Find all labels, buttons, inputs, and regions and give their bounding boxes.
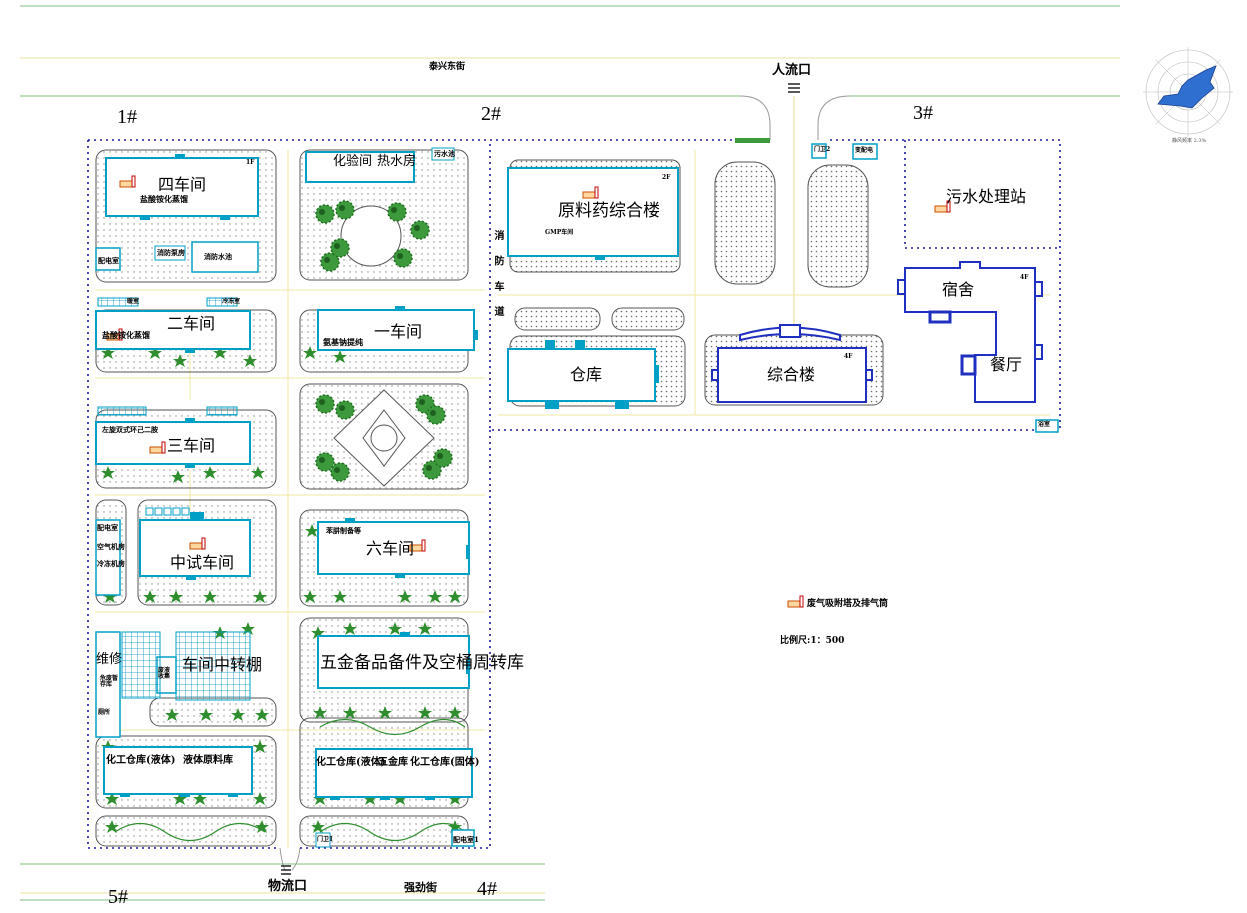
toilet-label: 厕所	[98, 709, 111, 716]
monitor-point-1: 1#	[117, 106, 137, 128]
hot-water-label: 热水房	[377, 154, 417, 169]
room-a-label: 暖室	[127, 298, 140, 305]
workshop1-sub: 氨基钠提纯	[323, 337, 363, 347]
dorm-label: 宿舍	[942, 280, 975, 299]
pedestrian-entrance-label: 人流口	[772, 63, 812, 78]
side-b-label: 空气机房	[97, 542, 125, 551]
power-room-label: 配电室	[98, 256, 119, 265]
guard-north-label: 门卫2	[814, 146, 831, 153]
api-building-label: 原料药综合楼	[558, 201, 660, 221]
hardware-store-label: 五金备品备件及空桶周转库	[320, 653, 524, 673]
fire-lane-label: 消 防 车 道	[492, 230, 503, 323]
canteen-label: 餐厅	[990, 355, 1023, 374]
hardware-label: 五金库	[378, 757, 408, 768]
hazwaste-label: 危废暂存库	[100, 675, 119, 688]
transfer-small-label: 废液收集	[158, 667, 171, 680]
workshop6-label: 六车间	[366, 539, 415, 558]
chem-store-solid-label: 化工仓库(固体)	[410, 757, 480, 768]
chem-store-liquid-label: 化工仓库(液体)	[316, 757, 386, 768]
monitor-point-4: 4#	[477, 878, 497, 900]
wind-rose	[1143, 47, 1233, 137]
stack-legend-label: 废气吸附塔及排气筒	[807, 599, 889, 609]
logistics-entrance-label: 物流口	[268, 879, 308, 894]
workshop3-sub: 左旋双式环己二胺	[102, 425, 158, 434]
side-c-label: 冷冻机房	[97, 559, 125, 568]
transfer-shed-label: 车间中转棚	[182, 655, 263, 674]
monitor-point-2: 2#	[481, 103, 501, 125]
workshop4-sub: 盐酸铵化蒸馏	[140, 194, 188, 204]
workshop2-label: 二车间	[167, 314, 216, 333]
windrose-caption: 静风频率 2.3%	[1172, 138, 1207, 144]
workshop3-label: 三车间	[167, 436, 216, 455]
bath-label: 浴室	[1038, 421, 1051, 428]
gmp-label: GMP车间	[545, 229, 574, 236]
side-a-label: 配电室	[97, 523, 118, 532]
workshop4-label: 四车间	[158, 175, 207, 194]
sewage-plant-label: 污水处理站	[946, 187, 1027, 206]
floor-dorm: 4F	[1020, 274, 1029, 281]
workshop6-sub: 苯肼制备等	[326, 526, 361, 535]
floor-w4: 1F	[246, 159, 255, 166]
monitor-point-5: 5#	[108, 886, 128, 908]
repair-label: 维修	[96, 652, 123, 667]
liquid-raw-label: 液体原料库	[183, 755, 233, 766]
north-street-label: 泰兴东街	[429, 62, 466, 72]
gate-south-label: 门卫1	[317, 836, 334, 843]
fire-pool-label: 消防水池	[204, 252, 232, 261]
room-b-label: 冷冻室	[222, 298, 241, 305]
sewage-small-label: 污水池	[434, 149, 455, 158]
chem-store-left-label: 化工仓库(液体)	[106, 755, 176, 766]
floor-complex: 4F	[844, 353, 853, 360]
chem-lab-label: 化验间	[333, 154, 373, 169]
complex-label: 综合楼	[767, 365, 816, 384]
south-street-label: 强劲街	[404, 881, 437, 894]
workshop2-sub: 盐酸铵化蒸馏	[102, 330, 150, 340]
fire-pump-label: 消防泵房	[157, 248, 185, 257]
site-boundary	[87, 139, 1061, 849]
monitor-point-3: 3#	[913, 102, 933, 124]
scale-label: 比例尺:1：500	[780, 636, 845, 646]
power-south-label: 配电室1	[453, 835, 479, 844]
warehouse-label: 仓库	[570, 365, 603, 384]
floor-api: 2F	[662, 174, 671, 181]
substation-label: 变配电	[855, 147, 874, 154]
workshop1-label: 一车间	[374, 322, 423, 341]
pilot-workshop-label: 中试车间	[170, 553, 235, 572]
